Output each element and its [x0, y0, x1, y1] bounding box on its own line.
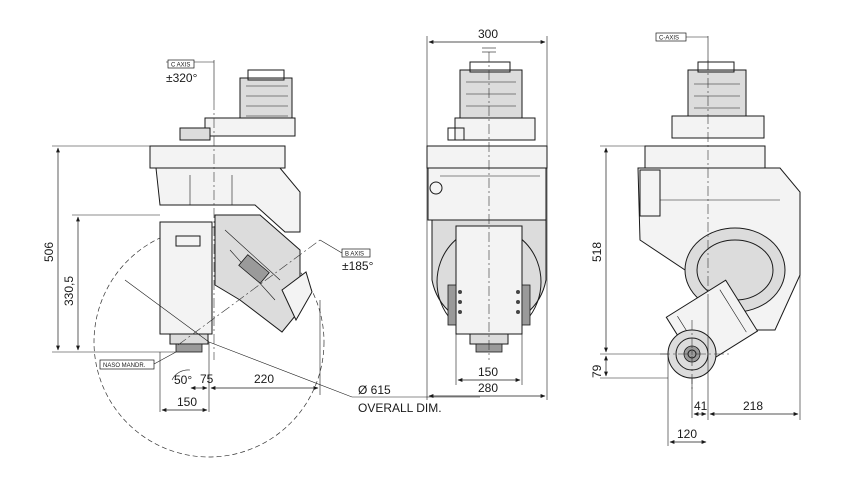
- dim-79: 79: [590, 364, 604, 378]
- c-axis-rotation: ±320°: [166, 71, 198, 85]
- right-motor: [671, 61, 765, 139]
- naso-tag-box: [99, 359, 155, 370]
- dim-41: 41: [694, 399, 708, 413]
- dim-218: 218: [743, 399, 763, 413]
- dim-300: 300: [478, 27, 498, 41]
- dim-518: 518: [590, 242, 604, 262]
- b-axis-tag: B AXIS: [345, 252, 364, 258]
- c-axis-tag-right: C-AXIS: [659, 36, 679, 42]
- dim-506: 506: [42, 242, 56, 262]
- angle-50: 50°: [174, 373, 192, 387]
- right-flange-plate: [644, 145, 766, 169]
- dim-330-5: 330,5: [62, 276, 76, 306]
- middle-view: 300 150 280: [426, 27, 548, 400]
- left-motor: [179, 69, 296, 141]
- middle-head-body: [427, 167, 547, 221]
- dim-120: 120: [677, 427, 697, 441]
- swept-envelope-circle: [93, 226, 325, 458]
- dim-75: 75: [200, 372, 214, 386]
- dim-150-left: 150: [177, 395, 197, 409]
- middle-flange-plate: [426, 145, 548, 169]
- dim-280: 280: [478, 381, 498, 395]
- middle-spindle-housing: [455, 225, 523, 335]
- overall-dim: OVERALL DIM.: [358, 401, 442, 415]
- left-head-body: [155, 167, 301, 233]
- b-axis-line: [177, 239, 321, 346]
- c-axis-tag: C AXIS: [171, 63, 190, 69]
- dim-220: 220: [254, 372, 274, 386]
- left-flange-plate: [149, 145, 286, 169]
- left-spindle-housing: [159, 221, 213, 335]
- c-axis-tag-box: [167, 59, 195, 69]
- b-axis-tag-box: [341, 248, 371, 258]
- naso-mandr-tag: NASO MANDR.: [103, 363, 146, 369]
- diameter-615: Ø 615: [358, 383, 391, 397]
- b-axis-rotation: ±185°: [342, 259, 374, 273]
- middle-motor: [447, 61, 536, 141]
- left-view: C AXIS ±320° B AXIS ±185° 506 330,5 NASO…: [42, 59, 480, 458]
- right-view: C-AXIS 518 79: [590, 32, 801, 446]
- dim-150-middle: 150: [478, 365, 498, 379]
